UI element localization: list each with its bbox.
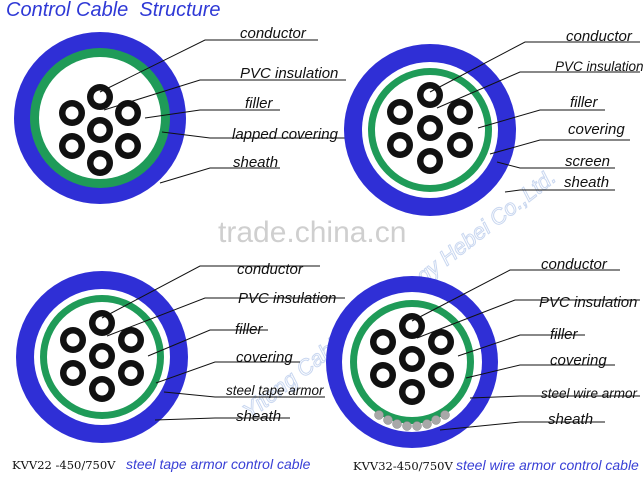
leader-lines — [429, 41, 640, 193]
diagram-title: Control Cable Structure — [6, 0, 221, 21]
conductor-group — [60, 310, 144, 402]
cable-top-left: conductor PVC insulation filler lapped c… — [14, 25, 346, 204]
label-covering: covering — [236, 349, 293, 366]
label-sheath: sheath — [233, 154, 278, 171]
model-code: KVV22 -450/750V — [12, 458, 116, 472]
label-lapped-covering: lapped covering — [232, 126, 339, 143]
label-steel-wire-armor: steel wire armor — [541, 386, 638, 401]
label-conductor: conductor — [240, 25, 307, 42]
conductor-group — [387, 82, 473, 174]
leader-lines — [99, 39, 346, 184]
label-screen: screen — [565, 153, 610, 170]
label-conductor: conductor — [541, 256, 608, 273]
label-filler: filler — [235, 321, 264, 338]
label-filler: filler — [570, 94, 599, 111]
cable-top-right: conductor PVC insulation filler covering… — [344, 28, 644, 216]
cable-bottom-right: conductor PVC insulation filler covering… — [326, 256, 640, 473]
label-sheath: sheath — [564, 174, 609, 191]
leader-lines — [411, 269, 640, 431]
cable-bottom-left: conductor PVC insulation filler covering… — [12, 261, 345, 472]
label-sheath: sheath — [236, 408, 281, 425]
label-filler: filler — [245, 95, 274, 112]
cable-caption: steel wire armor control cable — [456, 457, 639, 473]
leader-lines — [101, 265, 345, 421]
label-filler: filler — [550, 326, 579, 343]
model-code: KVV32-450/750V — [353, 459, 453, 473]
label-pvc-insulation: PVC insulation — [240, 65, 338, 82]
label-covering: covering — [550, 352, 607, 369]
label-pvc-insulation: PVC insulation — [555, 59, 644, 74]
label-sheath: sheath — [548, 411, 593, 428]
label-conductor: conductor — [566, 28, 633, 45]
watermark-text: trade.china.cn — [218, 216, 406, 249]
label-steel-tape-armor: steel tape armor — [226, 383, 324, 398]
label-pvc-insulation: PVC insulation — [238, 290, 336, 307]
cable-caption: steel tape armor control cable — [126, 456, 311, 472]
label-covering: covering — [568, 121, 625, 138]
steel-wires — [374, 410, 450, 431]
label-conductor: conductor — [237, 261, 304, 278]
label-pvc-insulation: PVC insulation — [539, 294, 637, 311]
conductor-group — [59, 84, 141, 176]
conductor-group — [370, 313, 454, 405]
